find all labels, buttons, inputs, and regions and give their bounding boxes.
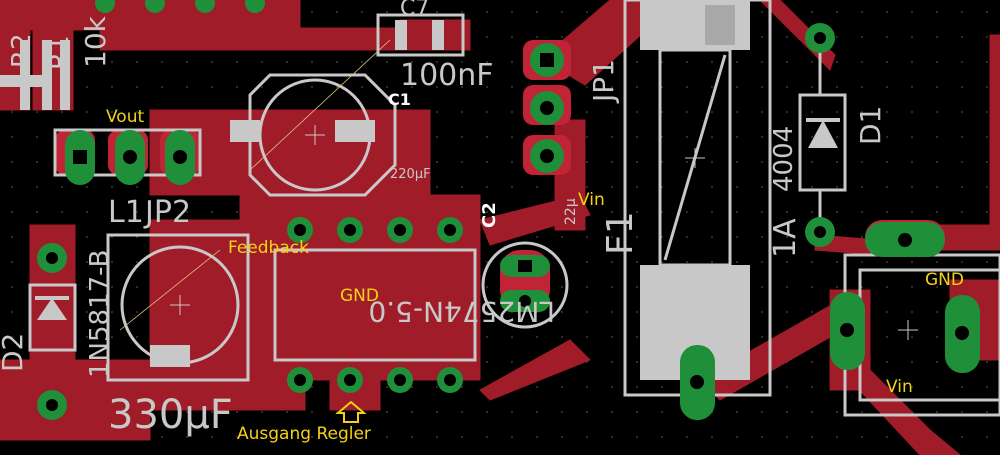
pad <box>387 367 413 393</box>
label-c2-value: 22µ <box>563 198 579 225</box>
copper-trace <box>99 27 431 51</box>
label-l1: L1 <box>108 195 144 230</box>
label-r-name: R1 <box>45 35 75 70</box>
pad <box>500 255 550 277</box>
pad <box>805 23 835 53</box>
capacitor-c2-outline <box>481 241 569 329</box>
pad <box>195 0 215 13</box>
pad <box>437 367 463 393</box>
pad <box>95 0 115 13</box>
pad <box>337 367 363 393</box>
copper-trace <box>479 339 591 401</box>
pad <box>500 290 550 312</box>
label-d1-value: 4004 <box>769 126 799 192</box>
label-d2-value: 1N5817-B <box>85 250 115 378</box>
copper-trace <box>989 34 1000 236</box>
annotation-ausgang-regler: Ausgang Regler <box>237 424 371 444</box>
pad <box>680 345 715 420</box>
pad <box>115 130 145 185</box>
annotation-vin-top: Vin <box>578 190 605 210</box>
annotation-vout: Vout <box>106 107 144 127</box>
label-c1-value: 220µF <box>390 167 431 182</box>
up-arrow-icon <box>335 400 367 423</box>
annotation-gnd-right: GND <box>925 270 964 290</box>
label-d2: D2 <box>0 333 29 372</box>
pad <box>805 217 835 247</box>
fuse-body <box>658 48 732 267</box>
label-r-left: R2 <box>7 33 37 68</box>
label-l1-value: 330µF <box>108 392 233 438</box>
copper-pour <box>224 109 321 176</box>
annotations: Vout Feedback GND Vin GND Vin Ausgang Re… <box>106 107 964 444</box>
pad <box>287 217 313 243</box>
pad <box>830 292 865 370</box>
pad <box>37 243 67 273</box>
pad <box>387 217 413 243</box>
pad <box>65 130 95 185</box>
pad <box>437 217 463 243</box>
pad <box>337 217 363 243</box>
label-jp1: JP1 <box>587 59 620 104</box>
pad <box>165 130 195 185</box>
pad <box>945 295 980 373</box>
label-r-value: 10k <box>79 15 112 68</box>
label-f1: F1 <box>600 211 641 255</box>
regulator-u1-outline <box>273 248 477 362</box>
pad <box>530 91 564 125</box>
pad <box>245 0 265 13</box>
label-c1: C1 <box>388 90 411 109</box>
pad <box>530 43 564 77</box>
pad <box>287 367 313 393</box>
pad <box>530 139 564 173</box>
pad <box>145 0 165 13</box>
silkscreen-fills <box>0 20 840 367</box>
label-u1-value: LM2574N-5.0 <box>368 295 555 328</box>
crosshair-marks <box>119 39 918 340</box>
inductor-l1-outline <box>106 233 250 382</box>
label-c2: C2 <box>479 202 500 228</box>
annotation-feedback: Feedback <box>228 238 309 258</box>
label-c7-value: 100nF <box>400 58 494 93</box>
capacitor-c7-outline <box>376 13 465 57</box>
label-f1-value: 1A <box>768 218 803 258</box>
diode-d1-outline <box>798 93 847 192</box>
label-d1: D1 <box>854 106 887 145</box>
label-jp2: JP2 <box>143 195 191 230</box>
pad <box>37 390 67 420</box>
copper-trace <box>849 359 961 455</box>
annotation-vin-bottom: Vin <box>886 377 913 397</box>
diode-d2-outline <box>28 283 77 352</box>
silkscreen-text: C7 100nF C1 220µF JP2 L1 330µF D2 1N5817… <box>0 0 887 438</box>
pad <box>865 222 945 257</box>
annotation-gnd-center: GND <box>340 286 379 306</box>
pads-layer <box>37 0 980 420</box>
label-c7: C7 <box>400 0 429 21</box>
